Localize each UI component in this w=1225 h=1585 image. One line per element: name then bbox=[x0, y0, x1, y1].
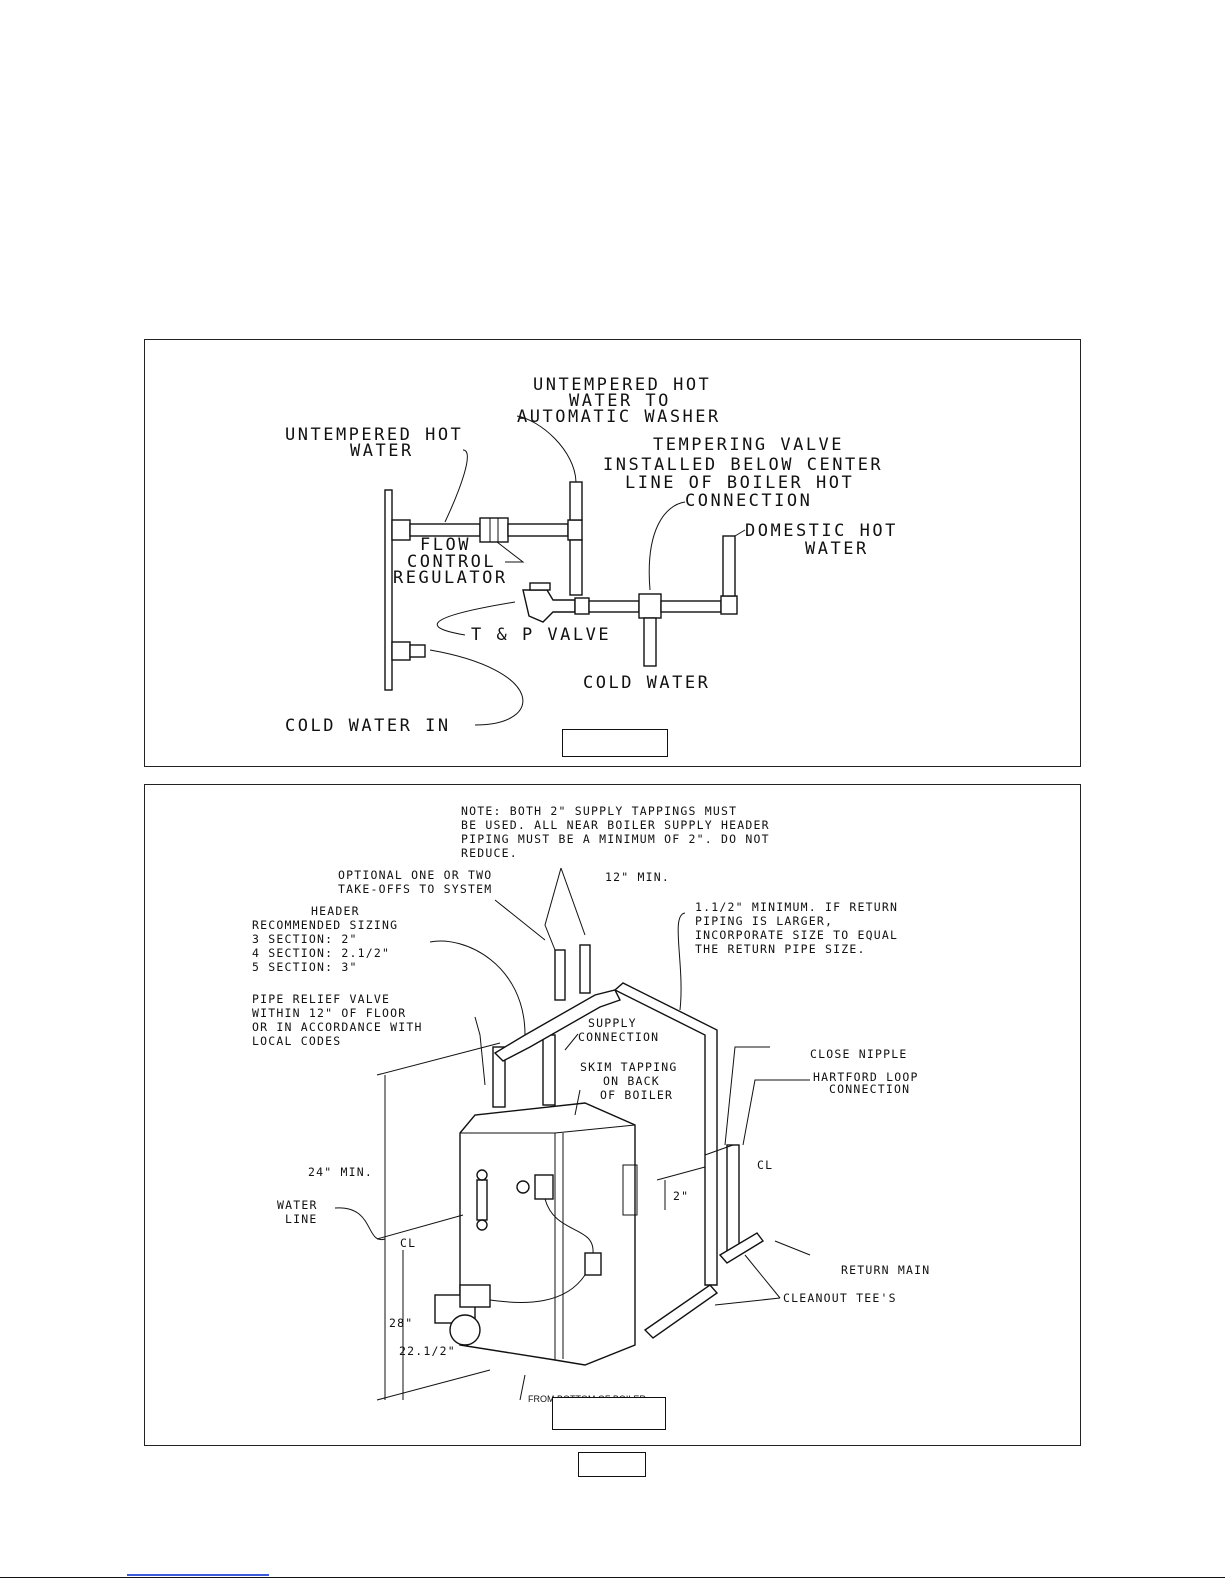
water-line-2: LINE bbox=[285, 1212, 318, 1226]
figure-number-box-bottom bbox=[552, 1397, 666, 1430]
centerline-lower: CL bbox=[400, 1236, 416, 1250]
optional-takeoffs-2: TAKE-OFFS TO SYSTEM bbox=[338, 882, 492, 896]
gauge-glass bbox=[476, 1179, 488, 1221]
dim-2-inch: 2" bbox=[673, 1189, 689, 1203]
label-tp-valve: T & P VALVE bbox=[471, 625, 611, 645]
note-line-4: REDUCE. bbox=[461, 846, 518, 860]
label-tempering-3: LINE OF BOILER HOT bbox=[625, 473, 854, 493]
rating-label bbox=[622, 1164, 638, 1216]
page-number-box bbox=[578, 1452, 646, 1477]
supply-connection-2: CONNECTION bbox=[578, 1030, 659, 1044]
label-washer-1: UNTEMPERED HOT bbox=[533, 375, 711, 395]
domestic-hot-riser bbox=[722, 535, 736, 597]
label-washer-3: AUTOMATIC WASHER bbox=[517, 407, 721, 427]
tempering-drop bbox=[569, 539, 583, 596]
cleanout-tees-label: CLEANOUT TEE'S bbox=[783, 1291, 897, 1305]
return-main-pipe bbox=[718, 1232, 765, 1264]
tempering-valve bbox=[638, 593, 662, 619]
burner-transformer bbox=[459, 1284, 491, 1308]
junction-box bbox=[584, 1252, 602, 1276]
equalizer bbox=[613, 982, 718, 1286]
label-untempered-2: WATER bbox=[350, 441, 414, 461]
supply-to-tempering bbox=[588, 600, 640, 613]
boiler-jacket bbox=[459, 1102, 636, 1366]
hartford-loop-1: HARTFORD LOOP bbox=[813, 1070, 919, 1084]
steam-boiler-diagram: NOTE: BOTH 2" SUPPLY TAPPINGS MUST BE US… bbox=[252, 804, 930, 1404]
optional-takeoffs-1: OPTIONAL ONE OR TWO bbox=[338, 868, 492, 882]
label-flow-3: REGULATOR bbox=[393, 568, 508, 588]
centerline-upper: CL bbox=[757, 1158, 773, 1172]
label-cold-water: COLD WATER bbox=[583, 673, 710, 693]
header-sizing-4: 4 SECTION: 2.1/2" bbox=[252, 946, 390, 960]
hot-water-pipe-2 bbox=[507, 523, 569, 537]
label-tempering-1: TEMPERING VALVE bbox=[653, 435, 844, 455]
dim-28: 28" bbox=[389, 1316, 413, 1330]
return-pipe bbox=[643, 1284, 719, 1339]
hartford-loop bbox=[726, 1144, 740, 1256]
label-tempering-2: INSTALLED BELOW CENTER bbox=[603, 455, 883, 475]
supply-connection-1: SUPPLY bbox=[588, 1016, 637, 1030]
footer-rule bbox=[0, 1577, 1225, 1578]
boiler-jacket-edge bbox=[384, 489, 393, 691]
flow-control-regulator bbox=[479, 517, 509, 543]
pipe-relief-4: LOCAL CODES bbox=[252, 1034, 341, 1048]
supply-header bbox=[493, 989, 621, 1062]
tp-valve bbox=[522, 589, 576, 623]
label-flow-2: CONTROL bbox=[407, 552, 496, 572]
header-sizing-3: 3 SECTION: 2" bbox=[252, 932, 358, 946]
label-domestic-2: WATER bbox=[805, 539, 869, 559]
skim-tapping-3: OF BOILER bbox=[600, 1088, 673, 1102]
label-washer-2: WATER TO bbox=[569, 391, 671, 411]
dim-24-min: 24" MIN. bbox=[308, 1165, 373, 1179]
takeoff-1 bbox=[554, 949, 566, 1001]
dim-22-half: 22.1/2" bbox=[399, 1344, 456, 1358]
burner-blower bbox=[449, 1314, 481, 1346]
supply-riser bbox=[542, 1034, 556, 1106]
footer-link-underline[interactable] bbox=[127, 1574, 269, 1576]
water-line-1: WATER bbox=[277, 1198, 318, 1212]
pipe-relief-2: WITHIN 12" OF FLOOR bbox=[252, 1006, 406, 1020]
hartford-loop-2: CONNECTION bbox=[829, 1082, 910, 1096]
header-sizing-1: HEADER bbox=[311, 904, 360, 918]
cold-water-in-pipe bbox=[409, 644, 426, 658]
washer-riser bbox=[569, 481, 583, 521]
figure-number-box-top bbox=[562, 729, 668, 757]
label-domestic-1: DOMESTIC HOT bbox=[745, 521, 898, 541]
label-flow-1: FLOW bbox=[420, 535, 471, 555]
header-sizing-2: RECOMMENDED SIZING bbox=[252, 918, 398, 932]
return-main-label: RETURN MAIN bbox=[841, 1263, 930, 1277]
return-piping-3: INCORPORATE SIZE TO EQUAL bbox=[695, 928, 898, 942]
close-nipple-label: CLOSE NIPPLE bbox=[810, 1047, 907, 1061]
return-piping-1: 1.1/2" MINIMUM. IF RETURN bbox=[695, 900, 898, 914]
hot-water-nipple bbox=[391, 519, 411, 541]
figure-steam-boiler-piping: NOTE: BOTH 2" SUPPLY TAPPINGS MUST BE US… bbox=[144, 784, 1081, 1446]
cold-water-pipe bbox=[643, 617, 657, 667]
return-piping-4: THE RETURN PIPE SIZE. bbox=[695, 942, 866, 956]
washer-tee bbox=[567, 519, 583, 541]
domestic-hot-water-diagram: UNTEMPERED HOT WATER TO AUTOMATIC WASHER… bbox=[285, 375, 898, 736]
takeoff-2 bbox=[579, 944, 591, 994]
pipe-relief-1: PIPE RELIEF VALVE bbox=[252, 992, 390, 1006]
note-line-2: BE USED. ALL NEAR BOILER SUPPLY HEADER bbox=[461, 818, 770, 832]
pipe-relief-3: OR IN ACCORDANCE WITH bbox=[252, 1020, 423, 1034]
label-tempering-4: CONNECTION bbox=[685, 491, 812, 511]
skim-tapping-1: SKIM TAPPING bbox=[580, 1060, 677, 1074]
figure-domestic-hot-water-piping: UNTEMPERED HOT WATER TO AUTOMATIC WASHER… bbox=[144, 339, 1081, 767]
header-sizing-5: 5 SECTION: 3" bbox=[252, 960, 358, 974]
pressure-control bbox=[534, 1174, 554, 1200]
note-line-3: PIPING MUST BE A MINIMUM OF 2". DO NOT bbox=[461, 832, 770, 846]
relief-riser bbox=[492, 1046, 506, 1108]
domestic-hot-pipe bbox=[660, 600, 722, 613]
twelve-min-label: 12" MIN. bbox=[605, 870, 670, 884]
return-piping-2: PIPING IS LARGER, bbox=[695, 914, 833, 928]
skim-tapping-2: ON BACK bbox=[603, 1074, 660, 1088]
note-line-1: NOTE: BOTH 2" SUPPLY TAPPINGS MUST bbox=[461, 804, 737, 818]
label-cold-water-in: COLD WATER IN bbox=[285, 716, 451, 736]
label-untempered-1: UNTEMPERED HOT bbox=[285, 425, 463, 445]
